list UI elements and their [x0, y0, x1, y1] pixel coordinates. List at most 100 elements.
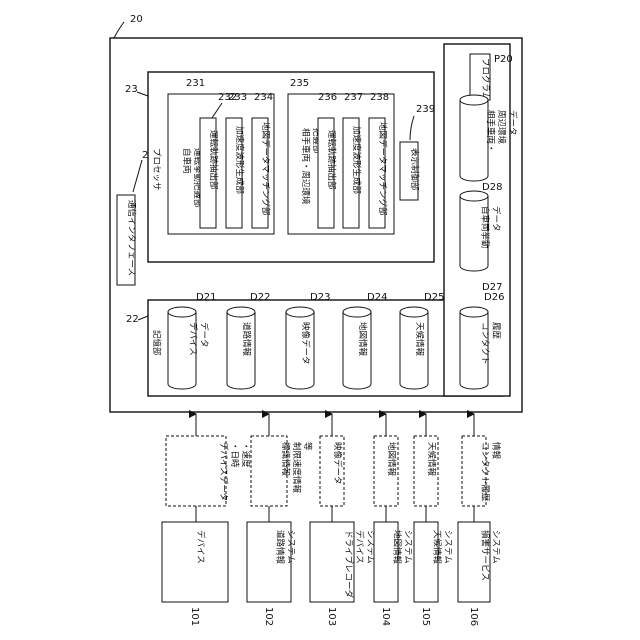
source-106: 損害サービスシステム 106 コンタクト履歴情報 — [458, 414, 502, 626]
database-label-line: データ — [491, 206, 502, 232]
database-label: 地図情報 — [357, 322, 368, 357]
source-data-label-line: 映像データ — [332, 442, 343, 485]
source-104: 地図情報システム104地図情報 — [374, 414, 413, 626]
source-label-line: 損害サービス — [480, 530, 491, 581]
source-ref: 102 — [263, 607, 274, 626]
module-237-label: 加速度波形生成部 — [351, 126, 362, 195]
source-box — [162, 522, 228, 602]
module-231-line1: 自車両 — [181, 148, 192, 174]
source-label: ドライブレコーダデバイスシステム — [343, 530, 375, 599]
source-ref: 106 — [468, 607, 479, 626]
database-ref: D25 — [424, 292, 444, 303]
module-233-ref: 233 — [228, 92, 247, 103]
database-label-line: 映像データ — [300, 322, 311, 365]
source-label-line: デバイス — [354, 530, 365, 564]
module-231-ref: 231 — [186, 78, 205, 89]
program-ref: P20 — [494, 54, 513, 65]
source-label: 地図情報システム — [392, 530, 413, 565]
source-ref: 101 — [189, 607, 200, 626]
database-top — [400, 307, 428, 317]
source-label-line: システム — [403, 530, 413, 564]
source-label-line: システム — [491, 530, 501, 564]
database-label: 天候情報 — [414, 322, 425, 357]
source-data-label-line: 天候情報 — [426, 442, 437, 477]
comm-interface-label: 通信インタフェース — [126, 200, 137, 276]
module-239-label: 表示制御部 — [409, 148, 420, 191]
database-label: 映像データ — [300, 322, 311, 365]
source-label-line: 道路情報 — [275, 530, 286, 565]
source-data-label: コンタクト履歴情報 — [480, 442, 502, 502]
source-label: 損害サービスシステム — [480, 530, 501, 581]
source-data-label-line: 情報 — [491, 442, 502, 460]
module-238-ref: 238 — [370, 92, 389, 103]
source-103: ドライブレコーダデバイスシステム 103 映像データ — [310, 414, 375, 626]
module-233-label: 加速度波形生成部 — [234, 126, 245, 195]
database-top — [460, 95, 488, 105]
database-body — [460, 100, 488, 181]
database-ref: D27 — [482, 282, 502, 293]
source-label-line: ドライブレコーダ — [343, 530, 354, 599]
module-234-ref: 234 — [254, 92, 273, 103]
source-label-line: システム — [443, 530, 453, 564]
processor-label: プロセッサ — [151, 148, 161, 191]
source-label-line: 地図情報 — [392, 530, 403, 565]
database-ref: D24 — [367, 292, 387, 303]
database-label-line: 相手車両・ — [485, 110, 496, 153]
database-ref: D23 — [310, 292, 330, 303]
source-data-label-line: ・日時 — [229, 442, 239, 468]
source-label: 道路情報システム — [275, 530, 296, 565]
program-label: プログラム — [480, 58, 491, 100]
source-ref: 103 — [326, 607, 337, 626]
system-ref: 20 — [130, 14, 143, 25]
source-data-label-line: デバイスデータ — [218, 442, 229, 501]
database-top — [460, 307, 488, 317]
database-label-line: デバイス — [188, 322, 199, 356]
database-ref: D28 — [482, 182, 502, 193]
database-ref: D21 — [196, 292, 216, 303]
module-235-ref: 235 — [290, 78, 309, 89]
source-data-label: 地図情報 — [386, 442, 397, 477]
database-top — [227, 307, 255, 317]
database-label-line: 道路情報 — [241, 322, 252, 357]
source-data-label-line: 地図情報 — [386, 442, 397, 477]
source-label-line: デバイス — [195, 530, 206, 564]
database-ref: D26 — [484, 292, 504, 303]
source-data-box — [166, 436, 226, 506]
processor-ref: 23 — [125, 84, 138, 95]
source-label-line: 天候情報 — [432, 530, 443, 565]
database-label-line: 履歴 — [491, 322, 501, 340]
system-leader — [114, 22, 124, 38]
module-239-ref: 239 — [416, 104, 435, 115]
database-top — [168, 307, 196, 317]
source-ref: 104 — [380, 607, 391, 626]
storage-label: 記憶部 — [151, 330, 162, 356]
source-data-label-line: 等 — [302, 442, 313, 451]
source-label-line: システム — [286, 530, 296, 564]
database-label-line: データ — [507, 110, 518, 136]
database-label-line: コンタクト — [480, 322, 490, 365]
module-236-label: 運転軌跡抽出部 — [326, 130, 337, 190]
module-236-ref: 236 — [318, 92, 337, 103]
database-label-line: 天候情報 — [414, 322, 425, 357]
source-data-label-line: ・速度 — [240, 442, 251, 468]
source-label: 天候情報システム — [432, 530, 453, 565]
database-label-line: 地図情報 — [357, 322, 368, 357]
database-label-line: 周辺環境 — [496, 110, 507, 145]
database-top — [286, 307, 314, 317]
source-ref: 105 — [420, 607, 431, 626]
source-data-label-line: 制限速度情報 — [291, 442, 302, 494]
source-105: 天候情報システム105天候情報 — [414, 414, 453, 626]
module-234-label: 地図データマッチング部 — [260, 122, 271, 216]
database-label: 道路情報 — [241, 322, 252, 357]
source-data-label-line: コンタクト履歴 — [480, 442, 490, 502]
storage-ref: 22 — [126, 314, 139, 325]
module-237-ref: 237 — [344, 92, 363, 103]
database-label-line: データ — [199, 322, 210, 348]
module-235-line1: 相手車両・周辺環境 — [300, 128, 311, 205]
module-238-label: 地図データマッチング部 — [377, 122, 388, 216]
source-data-label: 映像データ — [332, 442, 343, 485]
database-ref: D22 — [250, 292, 270, 303]
source-data-label-line: 標識情報 — [280, 442, 291, 477]
source-label: デバイス — [195, 530, 206, 564]
